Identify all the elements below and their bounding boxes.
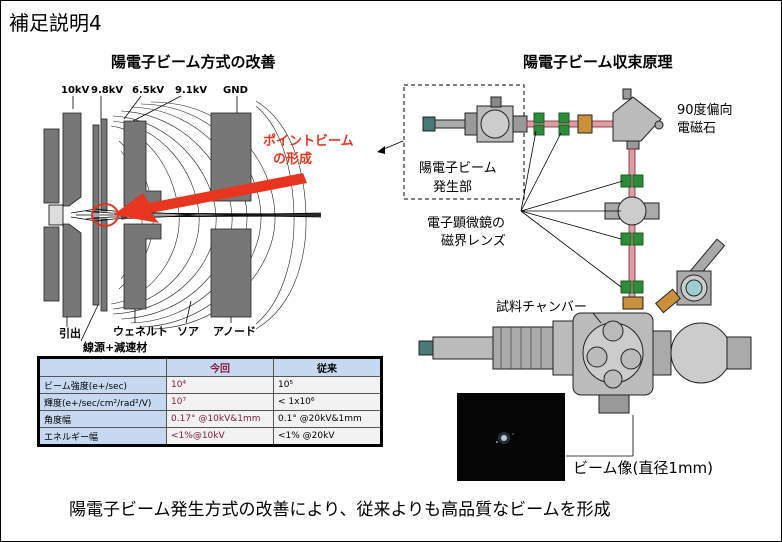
table-header-old: 従来 (273, 357, 382, 377)
lens-vertical (620, 174, 644, 294)
label-anode: アノード (213, 325, 256, 338)
beam-spot (501, 435, 507, 441)
chamber-label: 試料チャンバー (496, 299, 587, 315)
voltage-label-10kv: 10kV (61, 85, 90, 96)
table-cell-new: 10⁷ (166, 393, 274, 411)
slide-title: 補足説明4 (9, 11, 102, 35)
voltage-label-6-5kv: 6.5kV (132, 85, 164, 96)
table-header-new: 今回 (166, 357, 274, 377)
generator-pointer-arrow-icon (377, 146, 385, 154)
table-row: エネルギー幅 <1%@10kV <1% @20kV (38, 427, 382, 446)
table-cell-old: <1% @20kV (273, 427, 382, 446)
voltage-label-9-8kv: 9.8kV (91, 85, 123, 96)
table-cell-new: 0.17° @10kV&1mm (166, 410, 274, 428)
table-cell-new: <1%@10kV (166, 427, 274, 446)
lens-label-2: 磁界レンズ (441, 233, 506, 249)
table-row: 角度幅 0.17° @10kV&1mm 0.1° @20kV&1mm (38, 410, 382, 428)
table-header-blank (38, 357, 167, 377)
table-cell-label: 輝度(e+/sec/cm²/rad²/V) (38, 393, 167, 411)
label-extract: 引出 (59, 326, 81, 340)
table-cell-label: ビーム強度(e+/sec) (38, 376, 167, 394)
point-beam-label-1: ポイントビーム (263, 133, 354, 149)
table-cell-label: 角度幅 (38, 410, 167, 428)
beam-image-label: ビーム像(直径1mm) (573, 459, 713, 477)
table-row: ビーム強度(e+/sec) 10⁴ 10⁵ (38, 376, 382, 394)
comparison-table: 今回 従来 ビーム強度(e+/sec) 10⁴ 10⁵ 輝度(e+/sec/cm… (37, 356, 383, 447)
table-cell-old: 10⁵ (273, 376, 382, 394)
label-wehnelt: ウェネルト (113, 325, 168, 338)
point-beam-arrow-icon (113, 173, 307, 223)
table-header-row: 今回 従来 (38, 357, 382, 377)
lens-horizontal (533, 112, 570, 136)
deflector-label-1: 90度偏向 (677, 102, 733, 118)
label-source: 線源+減速材 (83, 340, 147, 354)
voltage-label-9-1kv: 9.1kV (175, 85, 207, 96)
beam-image (457, 393, 565, 481)
generator-box (403, 84, 525, 200)
voltage-label-gnd: GND (223, 85, 248, 96)
label-soa: ソア (177, 325, 199, 338)
table-cell-label: エネルギー幅 (38, 427, 167, 446)
generator-label-1: 陽電子ビーム (419, 161, 497, 176)
lens-label-1: 電子顕微鏡の (427, 216, 505, 231)
point-beam-label-2: の形成 (273, 151, 312, 167)
table-cell-new: 10⁴ (166, 376, 274, 394)
deflector-label-2: 電磁石 (677, 121, 716, 136)
generator-label-2: 発生部 (433, 180, 472, 195)
right-heading: 陽電子ビーム収束原理 (523, 53, 673, 71)
bottom-text: 陽電子ビーム発生方式の改善により、従来よりも高品質なビームを形成 (69, 500, 611, 520)
table-cell-old: 0.1° @20kV&1mm (273, 410, 382, 428)
left-heading: 陽電子ビーム方式の改善 (111, 53, 276, 71)
table-cell-old: < 1x10⁶ (273, 393, 382, 411)
table-row: 輝度(e+/sec/cm²/rad²/V) 10⁷ < 1x10⁶ (38, 393, 382, 411)
